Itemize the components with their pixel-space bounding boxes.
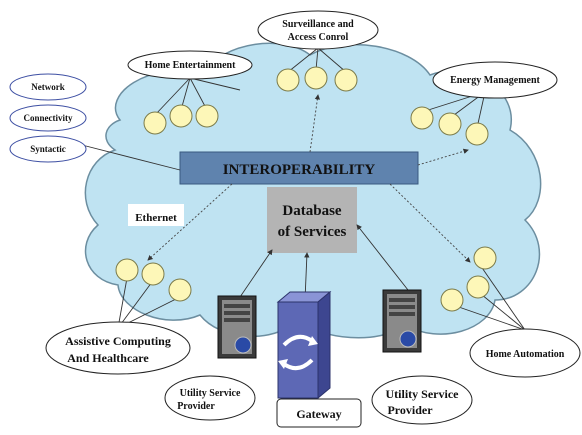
- surveillance-label-line1: Surveillance and: [282, 19, 354, 30]
- ethernet-label-bg: [128, 204, 184, 226]
- network-ellipse: [9, 73, 87, 101]
- energy-management-ellipse: [432, 61, 558, 99]
- server-icon: [382, 289, 422, 353]
- line-server-left-db: [237, 249, 273, 301]
- utility-right-label-line2: Provider: [387, 403, 433, 417]
- server-icon: [217, 295, 257, 359]
- device-node: [168, 278, 192, 302]
- device-node: [169, 104, 193, 128]
- utility-right-ellipse: [371, 375, 473, 425]
- database-label-line2: of Services: [278, 224, 347, 240]
- dotted-arrow-surveillance: [309, 94, 321, 153]
- device-node: [276, 68, 300, 92]
- home-entertainment-label: Home Entertainment: [145, 60, 236, 71]
- utility-left-label-line2: Provider: [177, 401, 215, 412]
- network-label: Network: [31, 82, 65, 92]
- dotted-arrow-automation: [389, 183, 471, 263]
- surveillance-label-line2: Access Conrol: [288, 32, 349, 43]
- gateway-label-box: [276, 398, 362, 428]
- dotted-arrow-energy: [417, 148, 469, 166]
- device-node: [334, 68, 358, 92]
- device-node: [304, 66, 328, 90]
- assistive-label-line1: Assistive Computing: [65, 334, 171, 348]
- line-server-right-db: [356, 224, 409, 291]
- gateway-label: Gateway: [296, 407, 341, 421]
- line-network-banner: [81, 144, 181, 171]
- device-node: [466, 275, 490, 299]
- dotted-arrow-assistive: [147, 183, 233, 261]
- database-box: [267, 187, 357, 253]
- ethernet-label: Ethernet: [135, 212, 177, 224]
- device-node: [440, 288, 464, 312]
- connectivity-ellipse: [9, 104, 87, 132]
- device-node: [473, 246, 497, 270]
- device-node: [465, 122, 489, 146]
- interoperability-banner: [179, 151, 419, 185]
- assistive-ellipse: [45, 321, 191, 375]
- device-node: [195, 104, 219, 128]
- utility-right-label-line1: Utility Service: [386, 387, 460, 401]
- device-node: [410, 106, 434, 130]
- utility-left-label-line1: Utility Service: [180, 388, 241, 399]
- utility-left-ellipse: [164, 375, 256, 421]
- surveillance-ellipse: [257, 10, 379, 50]
- device-node: [141, 262, 165, 286]
- database-label-line1: Database: [282, 203, 342, 219]
- home-automation-ellipse: [469, 328, 581, 378]
- interoperability-label: INTEROPERABILITY: [223, 162, 376, 178]
- connectivity-label: Connectivity: [24, 113, 73, 123]
- assistive-label-line2: And Healthcare: [67, 351, 149, 365]
- energy-management-label: Energy Management: [450, 75, 540, 86]
- device-node: [438, 112, 462, 136]
- syntactic-label: Syntactic: [30, 144, 66, 154]
- home-automation-label: Home Automation: [486, 349, 565, 360]
- home-entertainment-ellipse: [127, 50, 253, 80]
- gateway-switch-icon: [276, 290, 332, 400]
- syntactic-ellipse: [9, 135, 87, 163]
- device-node: [143, 111, 167, 135]
- device-node: [115, 258, 139, 282]
